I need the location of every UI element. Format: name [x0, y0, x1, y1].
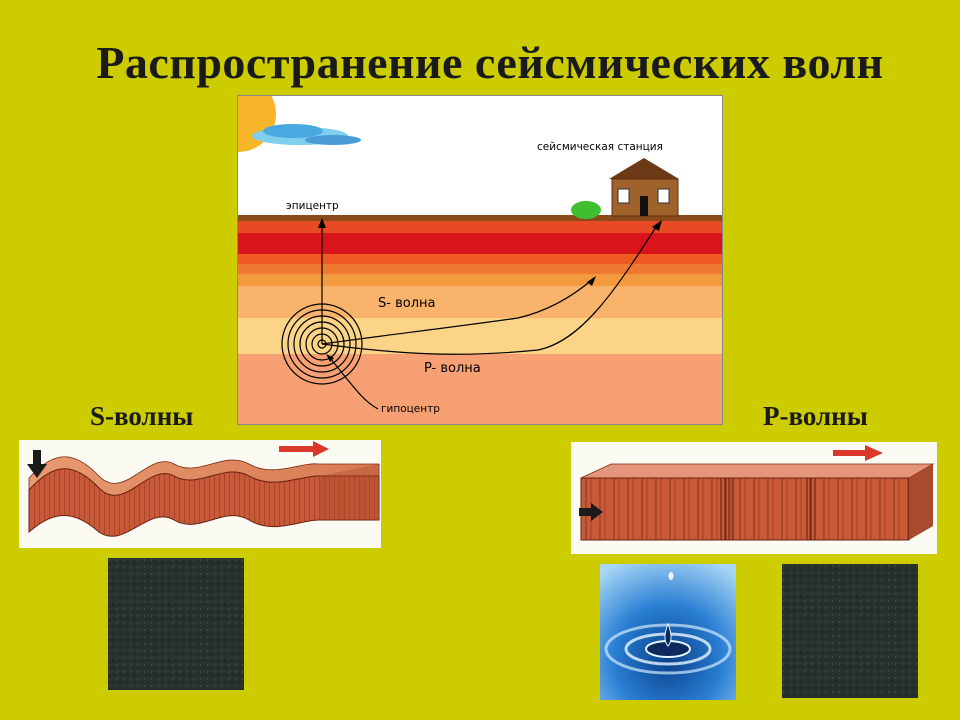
ground-surface: [238, 215, 722, 221]
earth-layer: [238, 233, 722, 254]
p-waves-heading: P-волны: [763, 401, 868, 431]
water-drop-image: [600, 564, 736, 700]
s-wave-path: [321, 278, 594, 345]
p-wave-illustration: [571, 442, 937, 554]
stone-texture-image-right: [782, 564, 918, 698]
hypocenter-label: гипоцентр: [381, 403, 440, 415]
earth-layer: [238, 264, 722, 274]
p-wave-path: [321, 223, 659, 355]
page-title: Распространение сейсмических волн: [96, 37, 884, 88]
stone-texture-image: [108, 558, 244, 690]
s-wave-illustration: [19, 440, 381, 548]
s-waves-heading: S-волны: [90, 401, 194, 431]
right-arrow-icon: [279, 441, 329, 457]
earth-layer: [238, 318, 722, 354]
s-wave-label: S- волна: [378, 296, 436, 311]
sun-icon: [238, 96, 276, 152]
p-wave-label: P- волна: [424, 361, 481, 376]
right-arrow-icon: [833, 445, 883, 461]
right-arrow-black-icon: [579, 503, 603, 521]
station-label: сейсмическая станция: [537, 141, 663, 153]
earth-layer: [238, 221, 722, 233]
diagram-graphic: [238, 96, 722, 424]
down-arrow-icon: [27, 450, 47, 478]
epicenter-label: эпицентр: [286, 200, 339, 212]
earth-layer: [238, 286, 722, 318]
bush-icon: [571, 201, 601, 219]
hypocenter-pointer: [329, 357, 379, 410]
seismic-station-house-icon: [609, 158, 679, 217]
seismic-wave-diagram: эпицентр сейсмическая станция S- волна P…: [237, 95, 723, 425]
earth-layer: [238, 254, 722, 264]
earth-layer: [238, 274, 722, 286]
